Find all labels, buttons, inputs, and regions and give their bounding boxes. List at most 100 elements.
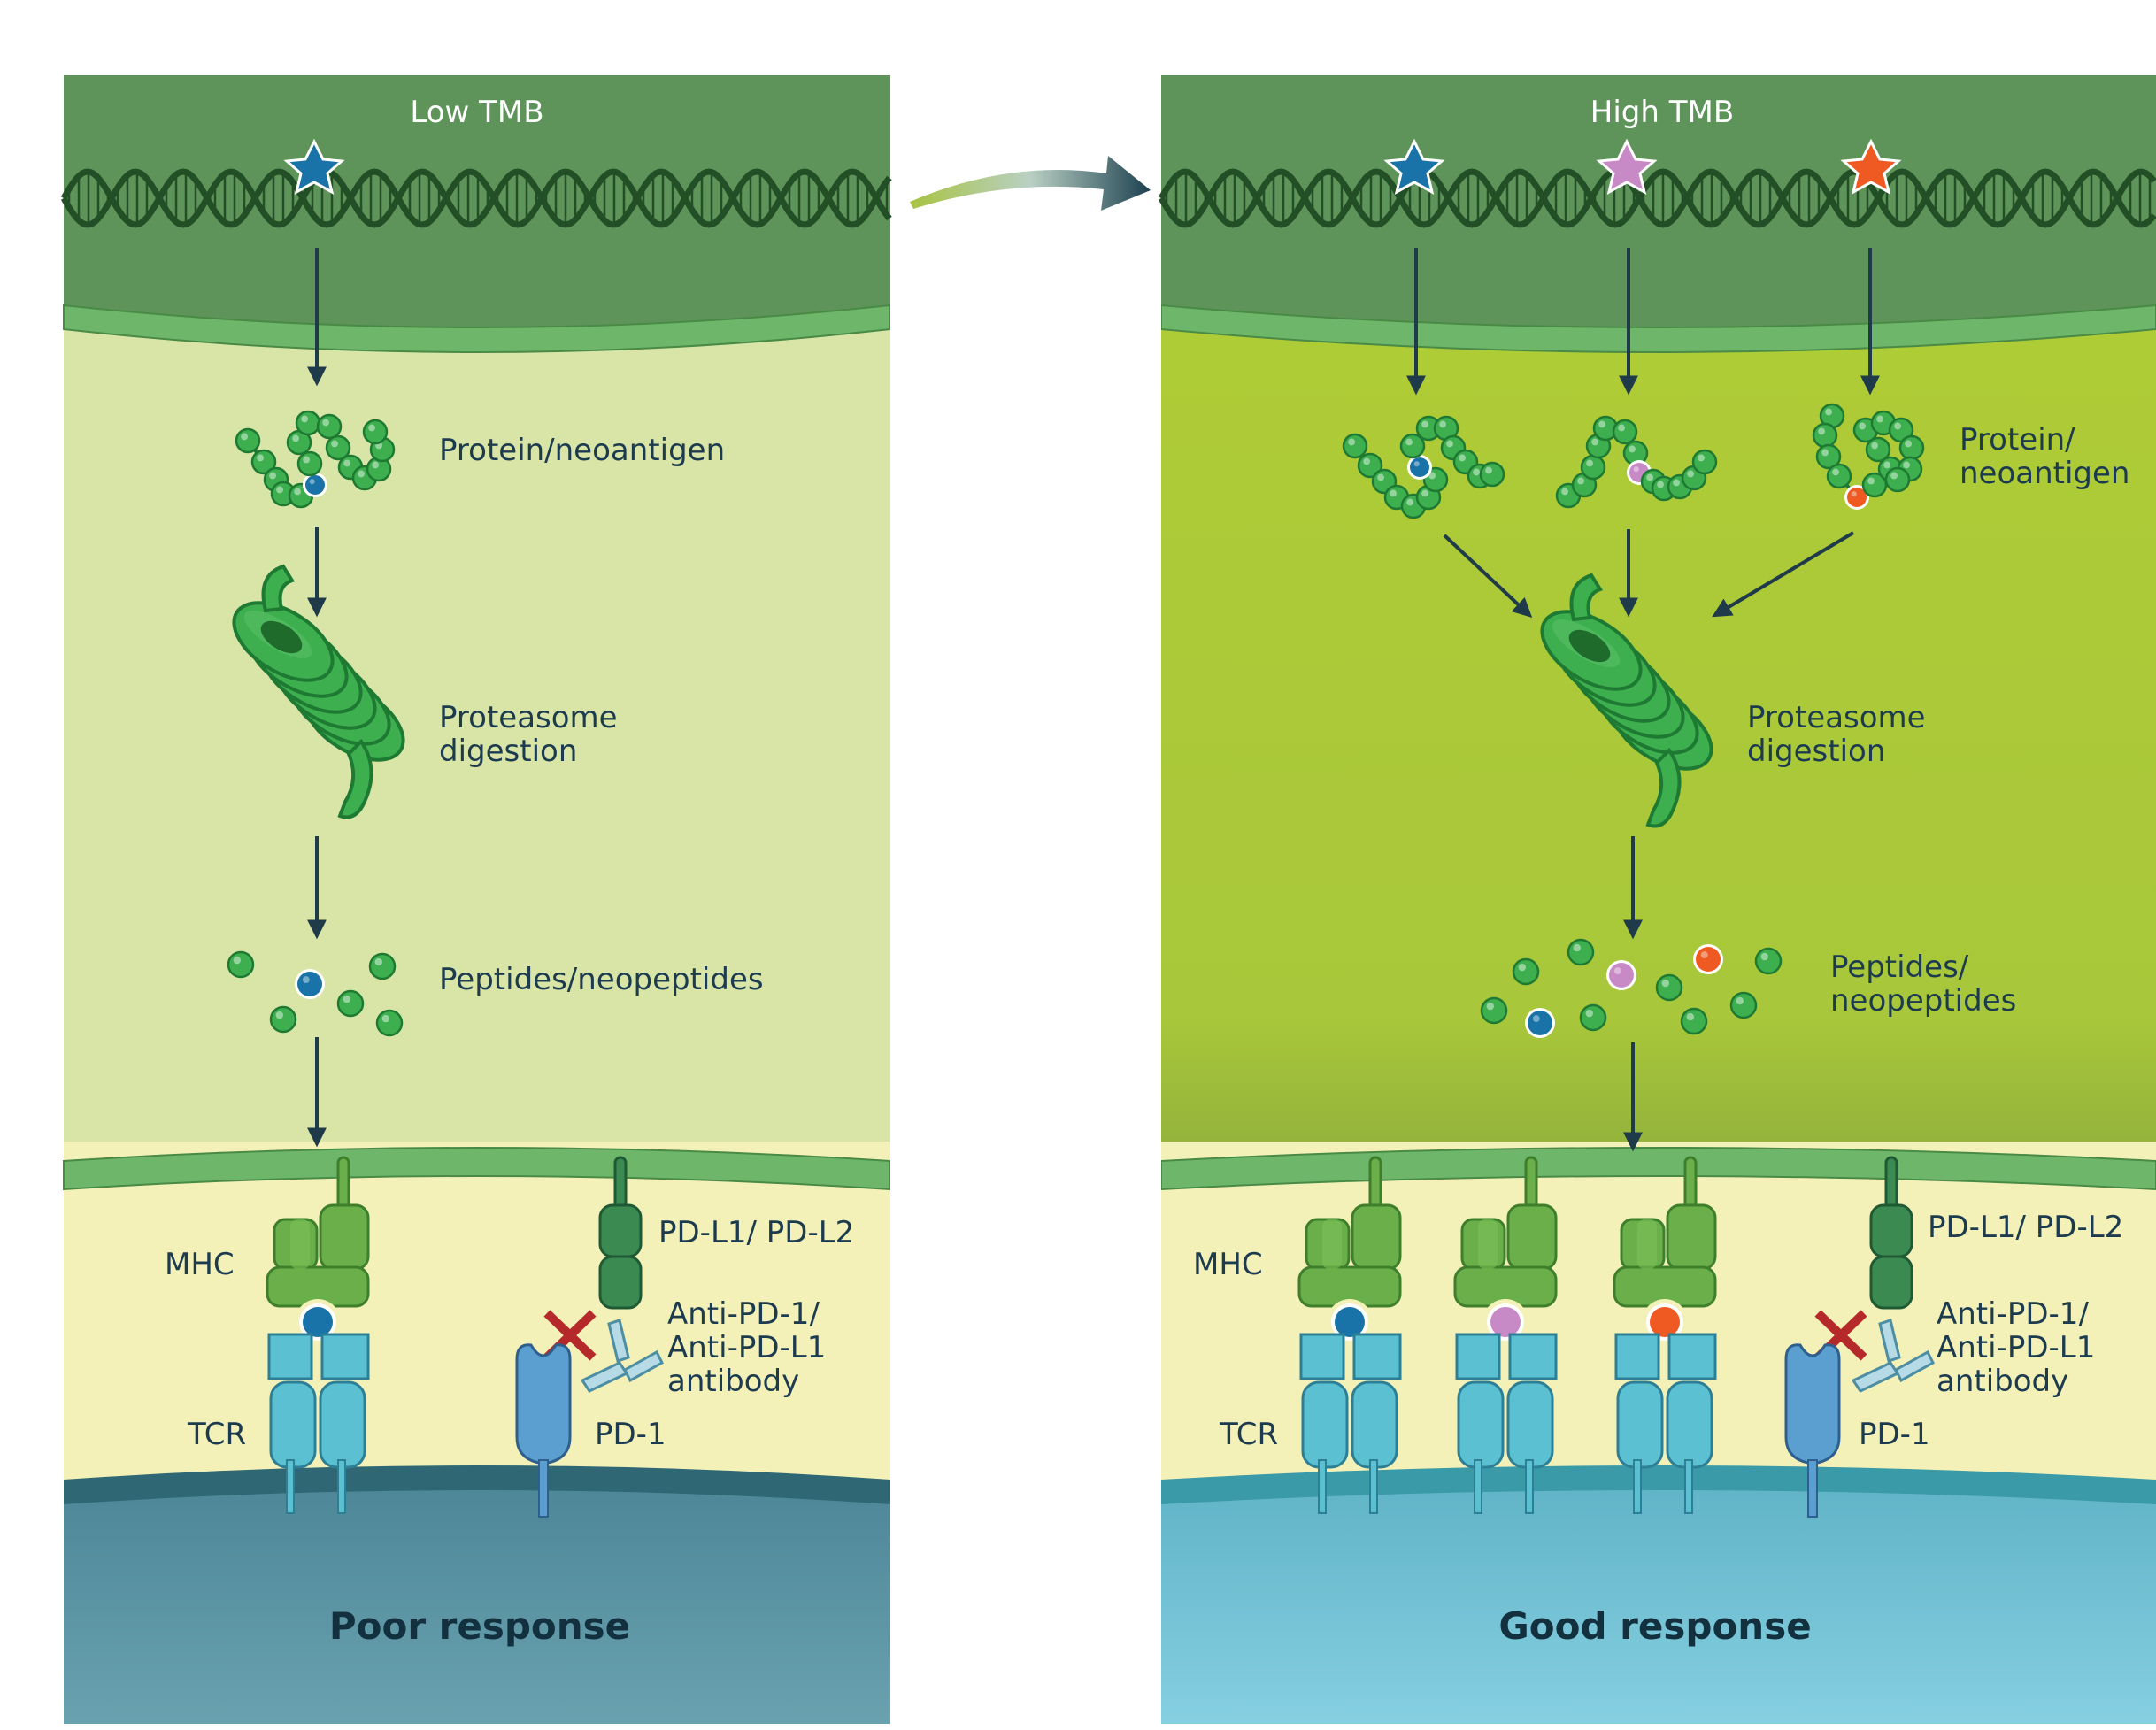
pd1-receptor <box>1784 1343 1841 1465</box>
bead-highlight <box>1633 466 1639 473</box>
right-protein-chain-pink <box>1555 415 1718 509</box>
left-mutation-star-blue <box>283 138 345 195</box>
bead-highlight <box>1598 420 1605 428</box>
right-protein-chain-orange <box>1812 403 1925 510</box>
proteasome-tail-bottom <box>337 738 373 819</box>
tcr-lower-right <box>1351 1380 1398 1469</box>
pdl1-domain-upper <box>598 1203 643 1258</box>
peptide <box>1579 1003 1607 1032</box>
tcr-upper-right <box>1352 1333 1402 1380</box>
protein-bead <box>250 449 277 475</box>
tcr-upper-right <box>1667 1333 1717 1380</box>
protein-bead <box>296 450 323 477</box>
bead-highlight <box>1673 479 1680 487</box>
dna-strand <box>60 168 892 228</box>
bead-highlight <box>275 1011 283 1019</box>
tcr-upper-right <box>320 1333 370 1380</box>
bead-highlight <box>1903 461 1911 469</box>
proteasome-tail-bottom <box>1645 747 1682 828</box>
bead-highlight <box>1561 488 1568 496</box>
bead-highlight <box>1577 477 1584 485</box>
bead-highlight <box>303 456 310 464</box>
tcr-stalk-left <box>1318 1459 1327 1514</box>
bead-highlight <box>1736 996 1744 1005</box>
protein-bead <box>295 410 321 436</box>
bead-highlight <box>1890 472 1898 480</box>
right-t-cell-membrane <box>1161 1465 2156 1504</box>
tcr-stalk-right <box>337 1459 346 1514</box>
mhc-alpha-domain <box>319 1203 370 1271</box>
bead-highlight <box>233 956 241 965</box>
bead-highlight <box>1377 473 1384 481</box>
right-mhc-tcr-complex-orange <box>1613 1156 1717 1514</box>
peptide <box>336 989 365 1018</box>
bead-highlight <box>1618 424 1625 432</box>
bead-highlight <box>1486 1002 1495 1011</box>
peptide <box>269 1005 297 1034</box>
tcr-lower-left <box>1616 1380 1664 1469</box>
left-t-cell <box>64 1473 890 1730</box>
bead-highlight <box>1421 420 1428 428</box>
bead-highlight <box>1818 427 1826 435</box>
tcr-stalk-left <box>1474 1459 1482 1514</box>
bead-highlight <box>1825 408 1833 416</box>
left-surface-space <box>64 1142 890 1495</box>
bead-highlight <box>343 995 350 1003</box>
pdl1-stalk <box>613 1156 628 1212</box>
right-mhc-label: MHC <box>1193 1247 1263 1282</box>
left-pdl-label: PD-L1/ PD-L2 <box>658 1215 854 1250</box>
left-mhc-tcr-complex <box>266 1156 370 1514</box>
mhc-highlight <box>1478 1219 1498 1269</box>
peptide <box>1480 996 1508 1025</box>
left-proteasome-label-2: digestion <box>439 734 577 769</box>
bead-highlight <box>1591 438 1598 446</box>
pd1-stalk <box>538 1459 549 1518</box>
tcr-upper-left <box>1455 1333 1501 1380</box>
right-antibody-label-1: Anti-PD-1/ <box>1937 1296 2089 1332</box>
proteasome-core <box>260 620 303 654</box>
left-proteasome-label-1: Proteasome <box>439 700 618 735</box>
bead-highlight <box>1413 461 1420 467</box>
proteasome-tail-top <box>261 564 296 613</box>
bead-highlight <box>1439 420 1446 428</box>
peptide <box>368 952 397 980</box>
bead-highlight <box>294 488 301 496</box>
neopeptide-blue <box>1528 1011 1552 1035</box>
bead-highlight <box>381 1014 389 1023</box>
neoantigen-bead <box>1410 457 1429 477</box>
tcr-upper-right <box>1508 1333 1558 1380</box>
protein-bead <box>1399 433 1426 459</box>
bead-highlight <box>302 976 310 984</box>
presented-neopeptide <box>1487 1303 1524 1341</box>
tcr-upper-left <box>1614 1333 1660 1380</box>
left-peptides <box>227 950 404 1037</box>
arrow-right-2a <box>1443 534 1533 619</box>
bead-highlight <box>257 454 264 462</box>
protein-bead <box>1342 433 1368 459</box>
dna-strand <box>60 168 892 228</box>
bead-highlight <box>1406 498 1413 506</box>
bead-highlight <box>1428 472 1436 480</box>
bead-highlight <box>1573 943 1582 952</box>
peptide <box>1754 947 1783 975</box>
peptide <box>1729 991 1758 1019</box>
protein-bead <box>1884 466 1911 493</box>
dna-strand <box>1158 168 2156 228</box>
right-response-label: Good response <box>1498 1604 1811 1648</box>
tcr-stalk-right <box>1684 1459 1693 1514</box>
bead-highlight <box>276 486 283 494</box>
proteasome-tail-top <box>1569 573 1604 622</box>
tcr-stalk-right <box>1369 1459 1378 1514</box>
tcr-lower-right <box>1506 1380 1554 1469</box>
mhc-stalk <box>1524 1156 1538 1212</box>
presented-neopeptide <box>299 1303 336 1341</box>
bead-highlight <box>368 424 375 432</box>
left-dna-helix <box>60 168 892 228</box>
right-cell-membrane <box>1160 1147 2156 1191</box>
tcr-lower-left <box>1301 1380 1349 1469</box>
antibody-arm-lower <box>1894 1349 1935 1383</box>
presented-neopeptide <box>1646 1303 1683 1341</box>
protein-bead <box>1612 419 1638 445</box>
tcr-lower-left <box>269 1380 317 1469</box>
arrow-right-2c <box>1712 531 1855 618</box>
